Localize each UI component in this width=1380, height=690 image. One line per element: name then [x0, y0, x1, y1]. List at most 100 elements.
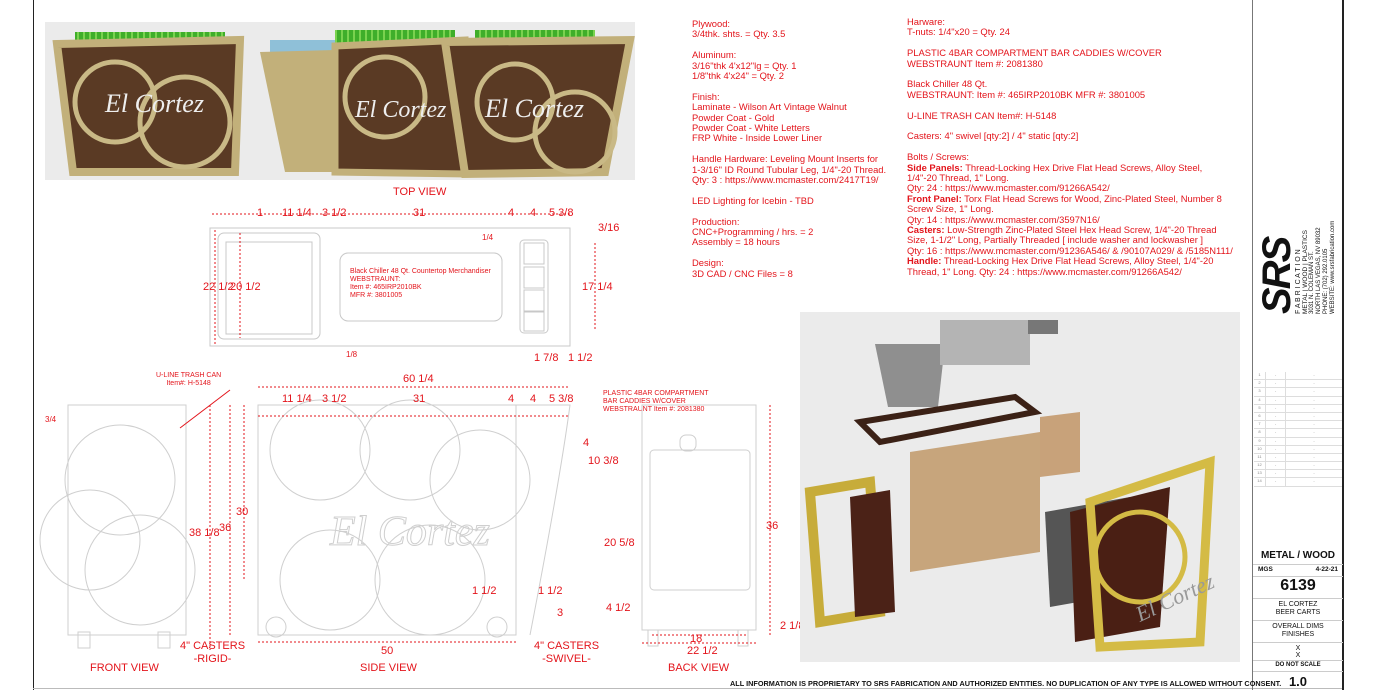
front-view-drawing — [39, 389, 231, 649]
dim-top-11-1-4: 11 1/4 — [282, 207, 312, 219]
date: 4-22-21 — [1315, 566, 1338, 573]
dim-side-4: 4 — [583, 437, 590, 449]
note-led: LED Lighting for Icebin - TBD — [692, 195, 886, 206]
note-link: Qty: 14 : https://www.mcmaster.com/3597N… — [907, 213, 1100, 225]
revision-by: - — [1266, 470, 1286, 478]
dim-top-1: 1 — [257, 207, 264, 219]
caster-type: 4" CASTERS — [534, 640, 600, 652]
revision-desc: - — [1313, 429, 1315, 435]
dim-top-31: 31 — [413, 207, 426, 219]
dim-side-31: 31 — [413, 393, 426, 405]
revision-desc: - — [1313, 445, 1315, 451]
dim-side-4a: 4 — [508, 393, 515, 405]
note-plywood: Plywood:3/4thk. shts. = Qty. 3.5 — [692, 18, 886, 40]
logo-text: SRS — [1255, 237, 1299, 314]
note-line: 3D CAD / CNC Files = 8 — [692, 267, 793, 279]
top-view-label: TOP VIEW — [393, 186, 447, 198]
revision-index: 2 — [1254, 380, 1266, 388]
note-design: Design:3D CAD / CNC Files = 8 — [692, 258, 886, 279]
note-bolts: Bolts / Screws: Side Panels: Thread-Lock… — [907, 152, 1233, 277]
dim-side-1-1-2b: 1 1/2 — [538, 585, 563, 597]
bolt-head: Casters: — [907, 224, 945, 236]
dim-top-17-1-4: 17 1/4 — [582, 281, 613, 293]
note-line: WEBSTRAUNT Item #: 2081380 — [907, 57, 1043, 69]
bolt-head: Front Panel: — [907, 192, 962, 204]
dim-side-5-3-8: 5 3/8 — [549, 393, 574, 405]
company-logo: SRS F A B R I C A T I O N METAL | WOOD |… — [1255, 164, 1337, 314]
revision-row: 7-- — [1254, 421, 1342, 430]
dim-side-60-1-4: 60 1/4 — [403, 373, 434, 385]
note-line: Powder Coat - White Letters — [692, 122, 810, 134]
revision-row: 11-- — [1254, 453, 1342, 463]
note-line: Bolts / Screws: — [907, 151, 969, 163]
note-line: PLASTIC 4BAR COMPARTMENT BAR CADDIES W/C… — [907, 47, 1162, 59]
note-line: Black Chiller 48 Qt. — [907, 78, 988, 90]
dim-side-38-1-8: 38 1/8 — [189, 527, 220, 539]
dim-top-1-1-2: 1 1/2 — [568, 352, 593, 364]
dim-side-3: 3 — [557, 607, 564, 619]
note-link: Qty: 16 : https://www.mcmaster.com/91236… — [907, 244, 1233, 256]
chiller-note-line: Item #: 465IRP2010BK — [350, 284, 422, 291]
note-line: Thread-Locking Hex Drive Flat Head Screw… — [941, 255, 1214, 267]
revision-row: 10-- — [1254, 445, 1342, 454]
dim-back-20-5-8: 20 5/8 — [604, 537, 635, 549]
note-handle-hardware: Handle Hardware: Leveling Mount Inserts … — [692, 154, 886, 185]
bolt-head: Handle: — [907, 255, 942, 267]
dim-top-3-1-2: 3 1/2 — [322, 207, 347, 219]
dim-side-36: 36 — [219, 522, 232, 534]
job-number: 6139 — [1253, 577, 1343, 599]
revision-desc: - — [1313, 437, 1315, 443]
revision-desc: - — [1313, 412, 1315, 418]
chiller-note-line: MFR #: 3801005 — [350, 292, 403, 299]
chiller-note-line: Black Chiller 48 Qt. Countertop Merchand… — [350, 268, 491, 275]
note-line: 1/8"thk 4'x24" = Qty. 2 — [692, 70, 784, 82]
side-view-drawing: El Cortez — [209, 386, 571, 650]
note-chiller: Black Chiller 48 Qt.WEBSTRAUNT: Item #: … — [907, 79, 1233, 100]
revision-by: - — [1266, 429, 1286, 437]
callout-line: BAR CADDIES W/COVER — [603, 398, 686, 405]
casters-rigid-label: 4" CASTERS -RIGID- — [180, 640, 245, 666]
revision-by: - — [1266, 437, 1286, 445]
revision-index: 7 — [1254, 421, 1266, 429]
revision-row: 2-- — [1254, 380, 1342, 389]
casters-swivel-label: 4" CASTERS -SWIVEL- — [534, 640, 599, 666]
dim-back-36: 36 — [766, 520, 779, 532]
title-block: SRS F A B R I C A T I O N METAL | WOOD |… — [1252, 0, 1344, 690]
address-line: WEBSITE: www.srsfabrication.com — [1330, 220, 1336, 314]
callout-line: WEBSTRAUNT Item #: 2081380 — [603, 406, 705, 413]
revision-by: - — [1266, 412, 1286, 421]
note-caddies: PLASTIC 4BAR COMPARTMENT BAR CADDIES W/C… — [907, 48, 1233, 69]
project-line: EL CORTEZ — [1278, 601, 1318, 608]
note-line: Laminate - Wilson Art Vintage Walnut — [692, 101, 847, 113]
top-view-drawing — [209, 213, 596, 347]
revision-by: - — [1266, 462, 1286, 470]
note-trash: U-LINE TRASH CAN Item#: H-5148 — [907, 109, 1057, 121]
cart-renders: El Cortez El Cortez El Cortez — [52, 30, 635, 179]
revision-by: - — [1266, 388, 1286, 396]
materials-notes: Plywood:3/4thk. shts. = Qty. 3.5 Aluminu… — [692, 18, 886, 289]
revision-desc: - — [1313, 372, 1315, 377]
revision-index: 10 — [1254, 445, 1266, 453]
do-not-scale: DO NOT SCALE — [1253, 662, 1343, 672]
revision-by: - — [1266, 421, 1286, 429]
revision-by: - — [1266, 445, 1286, 453]
revision-row: 5-- — [1254, 404, 1342, 413]
revision-index: 11 — [1254, 453, 1266, 462]
trash-can-callout: U-LINE TRASH CAN Item#: H-5148 — [156, 372, 221, 388]
render-rear-angle: El Cortez — [440, 30, 635, 179]
revision-table: 1--2--3--4--5--6--7--8--9--10--11--12--1… — [1254, 372, 1342, 487]
revision-desc: - — [1313, 470, 1315, 476]
revision-desc: - — [1313, 380, 1315, 386]
exploded-view-render: El Cortez — [804, 320, 1218, 652]
tagline: METAL | WOOD | PLASTICS — [1302, 230, 1309, 314]
front-view-label: FRONT VIEW — [90, 662, 159, 674]
revision-desc: - — [1313, 404, 1315, 410]
hardware-notes: Harware:T-nuts: 1/4"x20 = Qty. 24 PLASTI… — [907, 16, 1233, 277]
chiller-note: Black Chiller 48 Qt. Countertop Merchand… — [350, 268, 491, 300]
callout-line: PLASTIC 4BAR COMPARTMENT — [603, 390, 709, 397]
note-line: Thread-Locking Hex Drive Flat Head Screw… — [962, 161, 1203, 173]
